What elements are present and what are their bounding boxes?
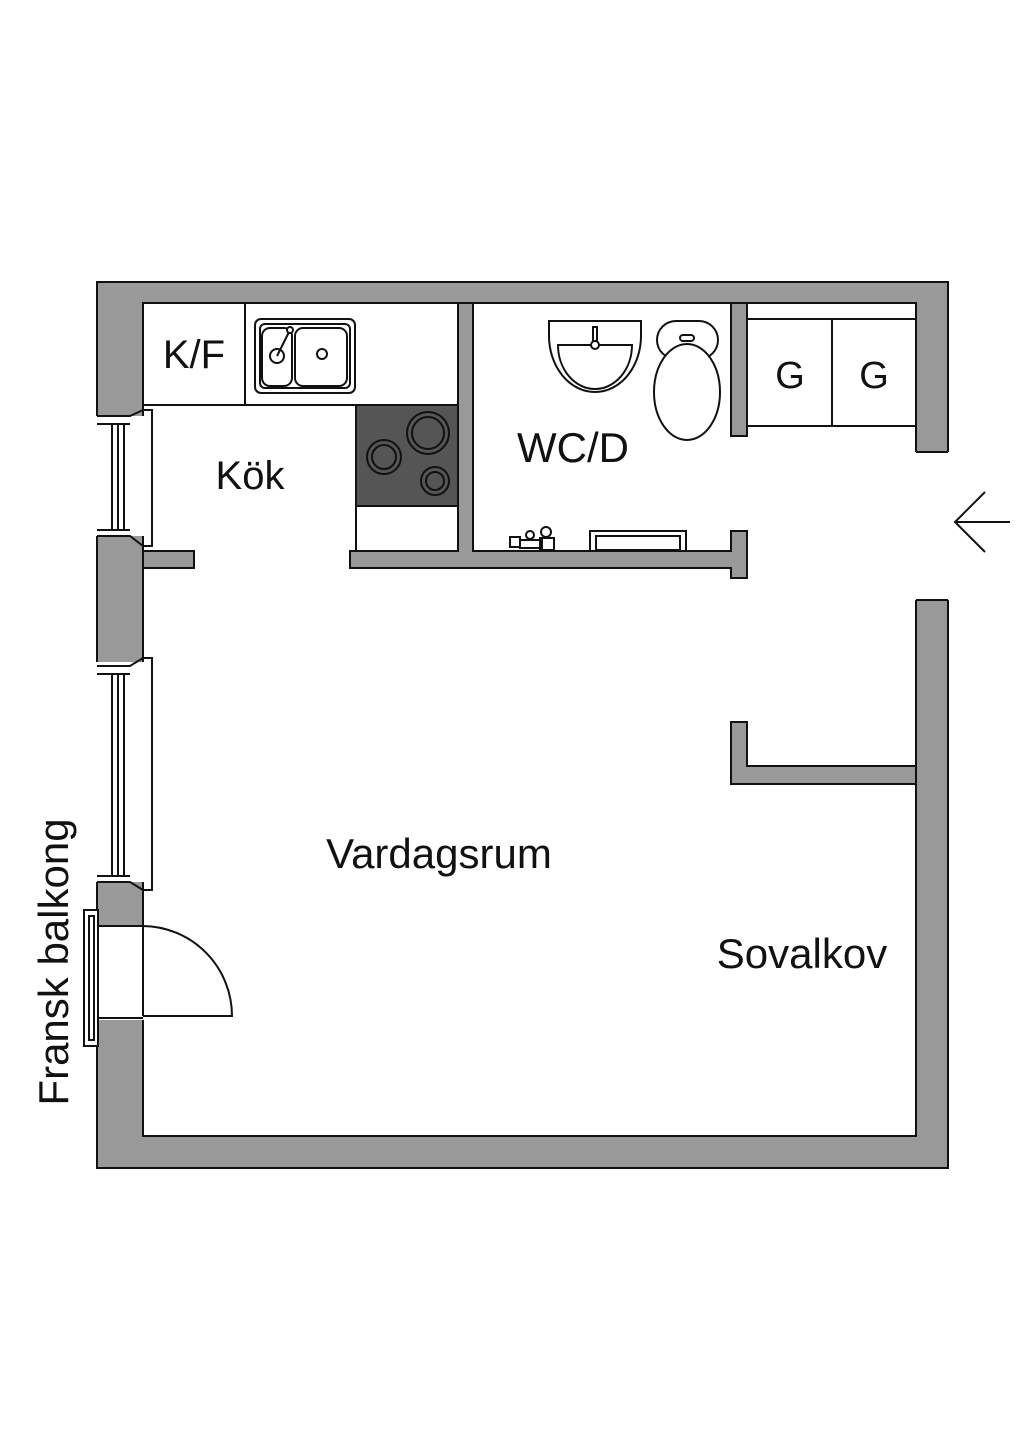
room-label-bathroom: WC/D <box>517 424 629 471</box>
bathtub-edge <box>589 530 687 552</box>
living-room-window-frame <box>97 657 153 891</box>
arrow-left-icon <box>953 491 1010 553</box>
balcony-door <box>83 909 234 1047</box>
wardrobes <box>746 318 917 427</box>
washbasin-icon <box>548 320 642 393</box>
toilet-icon <box>653 320 721 441</box>
room-label-kitchen: Kök <box>216 454 286 498</box>
balcony-door-opening <box>96 926 144 1020</box>
entrance-opening <box>915 452 949 600</box>
wardrobe-2-label: G <box>859 355 889 397</box>
living-room-window <box>96 662 144 882</box>
stove-icon <box>355 404 459 507</box>
shower-tap-icon <box>509 526 555 551</box>
fridge-freezer-label: K/F <box>163 333 225 377</box>
balcony-label: Fransk balkong <box>30 818 77 1105</box>
room-label-sleeping-alcove: Sovalkov <box>717 930 887 977</box>
kitchen-window <box>96 416 144 536</box>
alcove-wall <box>730 721 917 785</box>
bathroom-right-wall <box>730 302 748 437</box>
kitchen-window-frame <box>97 409 153 547</box>
wardrobe-1-label: G <box>775 355 805 397</box>
sink-icon <box>254 318 356 394</box>
kitchen-wall-left <box>142 550 195 569</box>
room-label-living-room: Vardagsrum <box>326 830 552 877</box>
